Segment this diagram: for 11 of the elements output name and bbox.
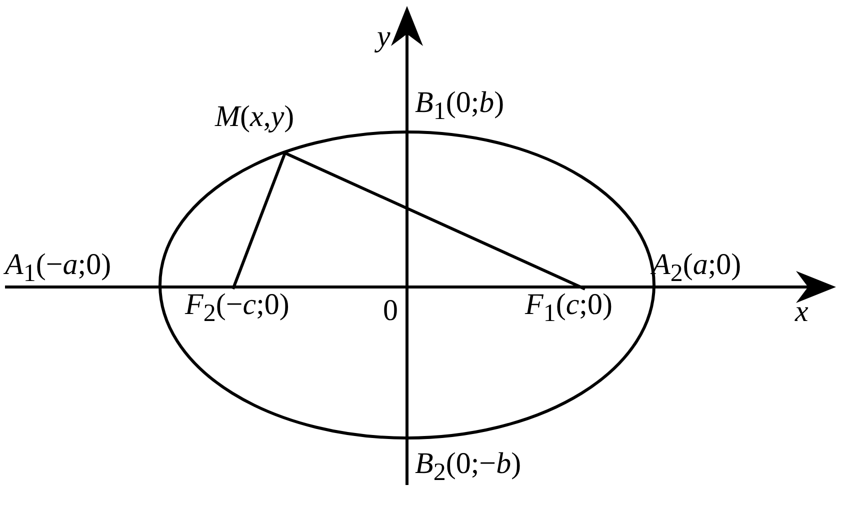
axis-label: x (795, 295, 808, 329)
line-segment (284, 152, 586, 290)
origin-label: 0 (383, 294, 398, 328)
axis-label: y (377, 20, 390, 54)
line-segment (232, 152, 286, 290)
point-label: F$_{1}$(c;0) (525, 289, 612, 331)
point-label: M(x,y) (215, 100, 294, 153)
point-label: B$_{2}$(0;−b) (415, 447, 522, 488)
point-label: F$_{2}$(−c;0) (185, 289, 290, 331)
point-label: A$_{1}$(−a;0) (5, 248, 112, 289)
point-label: B$_{1}$(0;b) (415, 86, 504, 127)
